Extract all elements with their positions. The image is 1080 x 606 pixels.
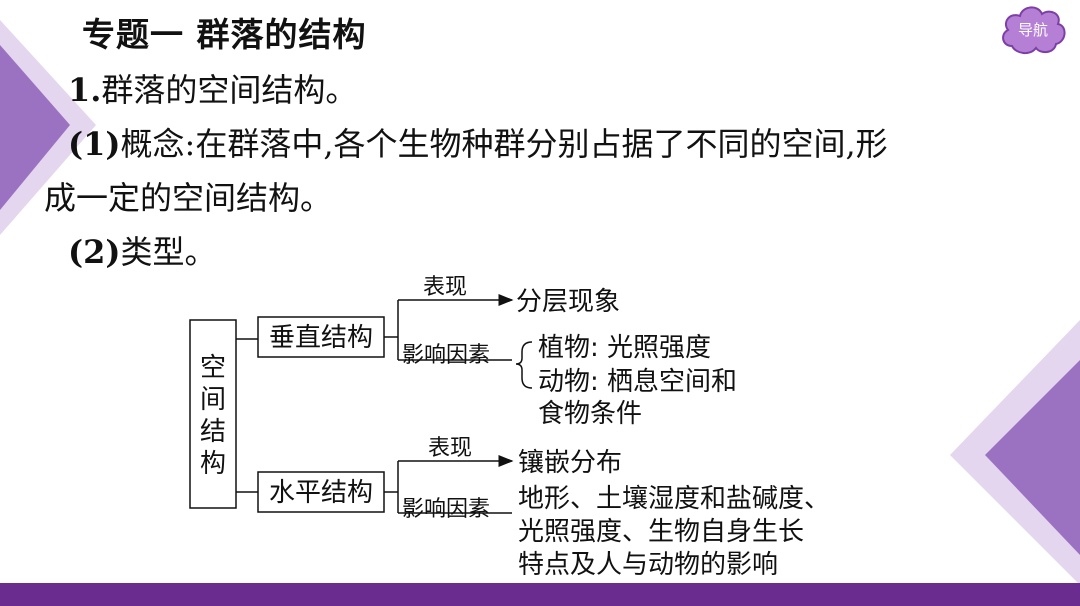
navigation-label: 导航 [1017,21,1048,39]
navigation-button[interactable]: 导航 [998,2,1068,58]
vertical-factor-line: 植物: 光照强度 [538,333,711,363]
vertical-shows-value: 分层现象 [516,287,620,317]
vertical-structure-label: 垂直结构 [269,323,373,353]
vertical-shows-label: 表现 [423,275,467,300]
vertical-factor-label: 影响因素 [402,343,490,368]
horizontal-factor-line: 光照强度、生物自身生长 [518,517,804,547]
horizontal-factor-line: 特点及人与动物的影响 [518,550,778,580]
bottom-bar [0,583,1080,606]
vertical-factor-line: 食物条件 [538,399,642,429]
horizontal-factor-label: 影响因素 [402,497,490,522]
root-char: 间 [200,385,226,415]
cloud-icon [1002,6,1066,54]
section-heading: 1.群落的空间结构。 [68,71,358,109]
brace [515,341,533,389]
horizontal-shows-value: 镶嵌分布 [518,448,622,478]
vertical-factor-line: 动物: 栖息空间和 [538,367,737,397]
horizontal-factor-line: 地形、土壤湿度和盐碱度、 [518,484,830,514]
horizontal-structure-label: 水平结构 [269,478,373,508]
root-box [189,319,237,509]
horizontal-shows-label: 表现 [428,436,472,461]
page-title: 专题一 群落的结构 [82,15,367,54]
root-char: 结 [200,417,226,447]
concept-paragraph-continued: 成一定的空间结构。 [44,179,333,217]
root-char: 构 [200,449,226,479]
concept-paragraph: (1)概念:在群落中,各个生物种群分别占据了不同的空间,形 [68,125,888,163]
root-char: 空 [200,353,226,383]
types-heading: (2)类型。 [68,233,217,271]
